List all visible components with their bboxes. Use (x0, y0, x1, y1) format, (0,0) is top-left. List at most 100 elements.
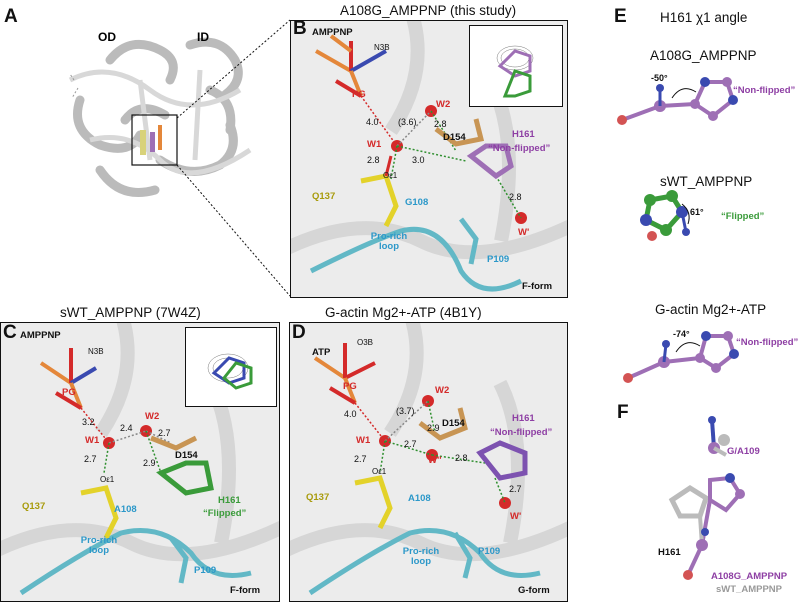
panel-a-letter: A (4, 6, 18, 27)
panel-d-h161-state: “Non-flipped” (490, 427, 553, 438)
panel-c-letter: C (3, 322, 17, 343)
panel-c-distance-5: 2.9 (143, 458, 156, 468)
panel-c-loop-label: Pro-rich loop (80, 535, 118, 557)
panel-d-wprime-label: W' (510, 511, 522, 522)
panel-e-row-1-state: “Non-flipped” (733, 85, 796, 96)
panel-c-distance-2: 2.4 (120, 423, 133, 433)
panel-e-row-3-state: “Non-flipped” (736, 337, 799, 348)
panel-c-p109-label: P109 (194, 565, 217, 576)
panel-a-od-label: OD (98, 30, 116, 44)
panel-b-loop-label: Pro-rich loop (370, 231, 408, 253)
panel-c-inset (185, 327, 277, 407)
panel-c-h161-label: H161 (218, 495, 241, 506)
panel-d-distance-3: 2.9 (427, 423, 440, 433)
panel-c-a108-label: A108 (114, 504, 137, 515)
panel-b-distance-1: 4.0 (366, 117, 379, 127)
panel-c-h161-state: “Flipped” (203, 508, 247, 519)
panel-d-wdoubleprime-label: W'' (428, 455, 442, 466)
panel-e-row-2-state: “Flipped” (721, 211, 765, 222)
panel-d-w2-label: W2 (435, 385, 450, 396)
panel-d-h161-label: H161 (512, 413, 535, 424)
panel-b-wprime-label: W' (518, 227, 530, 238)
panel-e-row-2-name: sWT_AMPPNP (660, 174, 753, 189)
panel-c-distance-3: 2.7 (158, 428, 171, 438)
panel-c-structure (0, 322, 280, 602)
panel-c-ligand-label: AMPPNP (20, 330, 61, 341)
panel-c-q137-label: Q137 (22, 501, 46, 512)
panel-e-row-2-angle: 61° (690, 207, 704, 217)
panel-c-form-label: F-form (230, 585, 261, 596)
panel-f-legend-1: A108G_AMPPNP (711, 571, 788, 582)
panel-a-protein-image (40, 20, 280, 220)
panel-f-residue-161-label: H161 (658, 547, 681, 558)
panel-c-w1-label: W1 (85, 435, 100, 446)
panel-f-legend-2: sWT_AMPPNP (716, 584, 782, 595)
panel-c-distance-1: 3.2 (82, 417, 95, 427)
panel-e-row-1-angle: -50° (651, 73, 668, 83)
panel-d-a108-label: A108 (408, 493, 431, 504)
panel-b-h161-label: H161 (512, 129, 535, 140)
panel-d-d154-label: D154 (442, 418, 465, 429)
panel-c-distance-4: 2.7 (84, 454, 97, 464)
panel-f-letter: F (617, 402, 629, 423)
panel-c-d154-label: D154 (175, 450, 198, 461)
panel-d-letter: D (292, 322, 306, 343)
panel-d-distance-5: 2.7 (354, 454, 367, 464)
panel-e-row-2-molecule (640, 190, 690, 241)
panel-d-form-label: G-form (518, 585, 550, 596)
panel-b-w1-label: W1 (367, 139, 382, 150)
panel-b-oe1-label: Oε1 (383, 171, 398, 180)
panel-d-ligand-label: ATP (312, 347, 331, 358)
panel-d-title: G-actin Mg2+-ATP (4B1Y) (325, 305, 482, 320)
panel-e-row-1-name: A108G_AMPPNP (650, 48, 757, 63)
panel-b-distance-2: (3.6) (398, 117, 417, 127)
panel-e-row-3-name: G-actin Mg2+-ATP (655, 302, 767, 317)
panel-b-h161-state: “Non-flipped” (488, 143, 551, 154)
panel-b-ligand-label: AMPPNP (312, 27, 353, 38)
panel-d-distance-2: (3.7) (396, 406, 415, 416)
panel-d-q137-label: Q137 (306, 492, 330, 503)
panel-e-title: H161 χ1 angle (660, 10, 748, 25)
panel-b-p109-label: P109 (487, 254, 510, 265)
panel-b-inset (469, 25, 563, 107)
panel-d-distance-4: 2.7 (404, 439, 417, 449)
panel-c-molecular-drawing (1, 323, 279, 596)
panel-c-pg-label: PG (62, 387, 76, 398)
panel-d-pg-label: PG (343, 381, 357, 392)
panel-b-molecular-drawing (291, 21, 567, 292)
panel-d-oe1-label: Oε1 (372, 467, 387, 476)
panel-b-distance-5: 3.0 (412, 155, 425, 165)
panel-c-inset-density (207, 353, 253, 390)
panel-b-w2-label: W2 (436, 99, 451, 110)
actin-cartoon-illustration (68, 37, 252, 197)
panel-b-distance-6: 2.8 (509, 192, 522, 202)
panel-b-title: A108G_AMPPNP (this study) (340, 3, 517, 18)
panel-b-form-label: F-form (522, 281, 553, 292)
panel-c-oe1-label: Oε1 (100, 475, 115, 484)
panel-b-distance-3: 2.8 (434, 119, 447, 129)
panel-d-w1-label: W1 (356, 435, 371, 446)
panel-d-loop-label: Pro-rich loop (402, 546, 440, 568)
panel-b-d154-label: D154 (443, 132, 466, 143)
panel-f-residue-161-molecule (668, 473, 745, 580)
panel-e-row-1-molecule (617, 77, 738, 125)
panel-d-distance-7: 2.7 (509, 484, 522, 494)
panel-b-distance-4: 2.8 (367, 155, 380, 165)
panel-d-o3b-label: O3B (357, 338, 374, 347)
panel-b-g108-label: G108 (405, 197, 429, 208)
panel-d-distance-1: 4.0 (344, 409, 357, 419)
panel-b-inset-density (496, 45, 534, 98)
panel-e-letter: E (614, 6, 627, 27)
panel-d-molecular-drawing (290, 323, 567, 596)
panel-d-distance-6: 2.8 (455, 453, 468, 463)
panel-f-residue-109-label: G/A109 (727, 446, 760, 457)
panel-b-n3b-label: N3B (374, 43, 390, 52)
panel-c-title: sWT_AMPPNP (7W4Z) (60, 305, 201, 320)
panel-c-w2-label: W2 (145, 411, 160, 422)
panel-d-p109-label: P109 (478, 546, 501, 557)
panel-b-q137-label: Q137 (312, 191, 336, 202)
panel-b-letter: B (293, 18, 307, 39)
panel-e-row-3-angle: -74° (673, 329, 690, 339)
panel-b-structure (290, 20, 568, 298)
panel-b-pg-label: PG (352, 89, 366, 100)
